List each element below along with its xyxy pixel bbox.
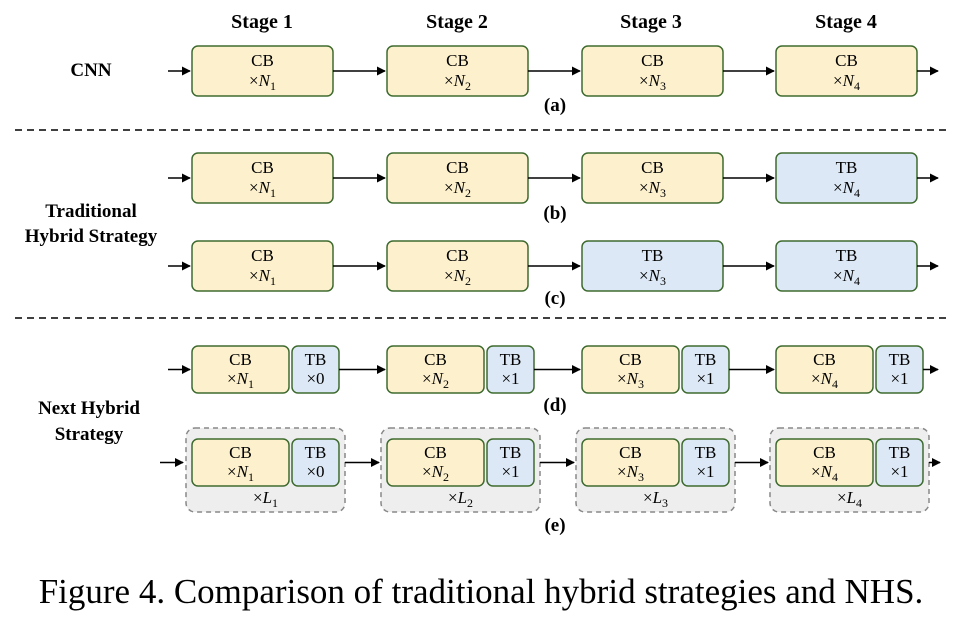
- block-multiplier: ×N1: [227, 462, 254, 484]
- tb-count: ×0: [306, 369, 324, 388]
- block-type-label: TB: [836, 246, 858, 265]
- block-type-label: CB: [424, 350, 447, 369]
- block-type-label: CB: [446, 51, 469, 70]
- block-multiplier: ×N2: [444, 71, 471, 93]
- block-multiplier: ×N3: [617, 369, 644, 391]
- block-type-label: CB: [251, 246, 274, 265]
- tb-count: ×1: [501, 369, 519, 388]
- block-type-label: TB: [836, 158, 858, 177]
- block-type-label: CB: [446, 158, 469, 177]
- block-type-label: TB: [642, 246, 664, 265]
- sub-label-e: (e): [544, 515, 565, 536]
- block-type-label: CB: [446, 246, 469, 265]
- block-multiplier: ×N4: [833, 71, 860, 93]
- block-multiplier: ×N3: [639, 178, 666, 200]
- row-label-cnn: CNN: [70, 60, 111, 81]
- group-multiplier: ×L4: [837, 488, 862, 510]
- row-label-next-line1: Next Hybrid: [38, 398, 140, 419]
- cb-block-d-3: [581, 345, 680, 394]
- block-multiplier: ×N3: [617, 462, 644, 484]
- cb-block-e-3: [581, 438, 680, 487]
- block-multiplier: ×N1: [249, 266, 276, 288]
- block-type-label: TB: [889, 443, 911, 462]
- block-type-label: TB: [889, 350, 911, 369]
- tb-count: ×1: [696, 369, 714, 388]
- cb-block-d-2: [386, 345, 485, 394]
- stage-1-header: Stage 1: [231, 11, 293, 33]
- sub-label-b: (b): [543, 203, 566, 224]
- tb-block-e-2: [486, 438, 535, 487]
- row-label-next-line2: Strategy: [55, 424, 124, 445]
- row-label-traditional-line1: Traditional: [45, 201, 137, 222]
- row-label-traditional-line2: Hybrid Strategy: [25, 226, 158, 247]
- block-type-label: TB: [500, 443, 522, 462]
- cb-block-e-2: [386, 438, 485, 487]
- diagram-blocks: CB×N1CB×N2CB×N3CB×N4CB×N1CB×N2CB×N3TB×N4…: [160, 45, 941, 513]
- stage-2-header: Stage 2: [426, 11, 488, 33]
- block-type-label: CB: [813, 443, 836, 462]
- block-multiplier: ×N2: [444, 266, 471, 288]
- group-multiplier: ×L3: [643, 488, 668, 510]
- tb-block-e-3: [681, 438, 730, 487]
- tb-count: ×1: [696, 462, 714, 481]
- block-type-label: CB: [229, 443, 252, 462]
- block-multiplier: ×N4: [833, 178, 860, 200]
- tb-count: ×1: [890, 462, 908, 481]
- block-type-label: CB: [641, 51, 664, 70]
- block-multiplier: ×N2: [422, 369, 449, 391]
- block-type-label: CB: [835, 51, 858, 70]
- tb-count: ×0: [306, 462, 324, 481]
- cb-block-e-1: [191, 438, 290, 487]
- block-multiplier: ×N4: [811, 369, 838, 391]
- sub-label-a: (a): [544, 95, 566, 116]
- block-multiplier: ×N3: [639, 71, 666, 93]
- block-multiplier: ×N3: [639, 266, 666, 288]
- block-type-label: TB: [305, 443, 327, 462]
- cb-block-e-4: [775, 438, 874, 487]
- tb-count: ×1: [890, 369, 908, 388]
- block-type-label: TB: [695, 350, 717, 369]
- cb-block-d-1: [191, 345, 290, 394]
- block-type-label: CB: [229, 350, 252, 369]
- block-type-label: TB: [500, 350, 522, 369]
- block-type-label: TB: [305, 350, 327, 369]
- sub-label-c: (c): [544, 288, 565, 309]
- block-multiplier: ×N1: [227, 369, 254, 391]
- block-type-label: CB: [619, 350, 642, 369]
- group-multiplier: ×L2: [448, 488, 473, 510]
- block-type-label: CB: [251, 158, 274, 177]
- block-type-label: CB: [251, 51, 274, 70]
- block-multiplier: ×N2: [444, 178, 471, 200]
- block-multiplier: ×N1: [249, 71, 276, 93]
- cb-block-d-4: [775, 345, 874, 394]
- group-multiplier: ×L1: [253, 488, 278, 510]
- block-type-label: CB: [619, 443, 642, 462]
- sub-label-d: (d): [543, 395, 566, 416]
- block-multiplier: ×N1: [249, 178, 276, 200]
- tb-count: ×1: [501, 462, 519, 481]
- block-type-label: CB: [813, 350, 836, 369]
- block-multiplier: ×N2: [422, 462, 449, 484]
- block-multiplier: ×N4: [811, 462, 838, 484]
- block-multiplier: ×N4: [833, 266, 860, 288]
- block-type-label: CB: [424, 443, 447, 462]
- block-type-label: TB: [695, 443, 717, 462]
- block-type-label: CB: [641, 158, 664, 177]
- tb-block-e-1: [291, 438, 340, 487]
- tb-block-e-4: [875, 438, 924, 487]
- stage-3-header: Stage 3: [620, 11, 682, 33]
- stage-4-header: Stage 4: [815, 11, 877, 33]
- figure-caption: Figure 4. Comparison of traditional hybr…: [38, 572, 924, 611]
